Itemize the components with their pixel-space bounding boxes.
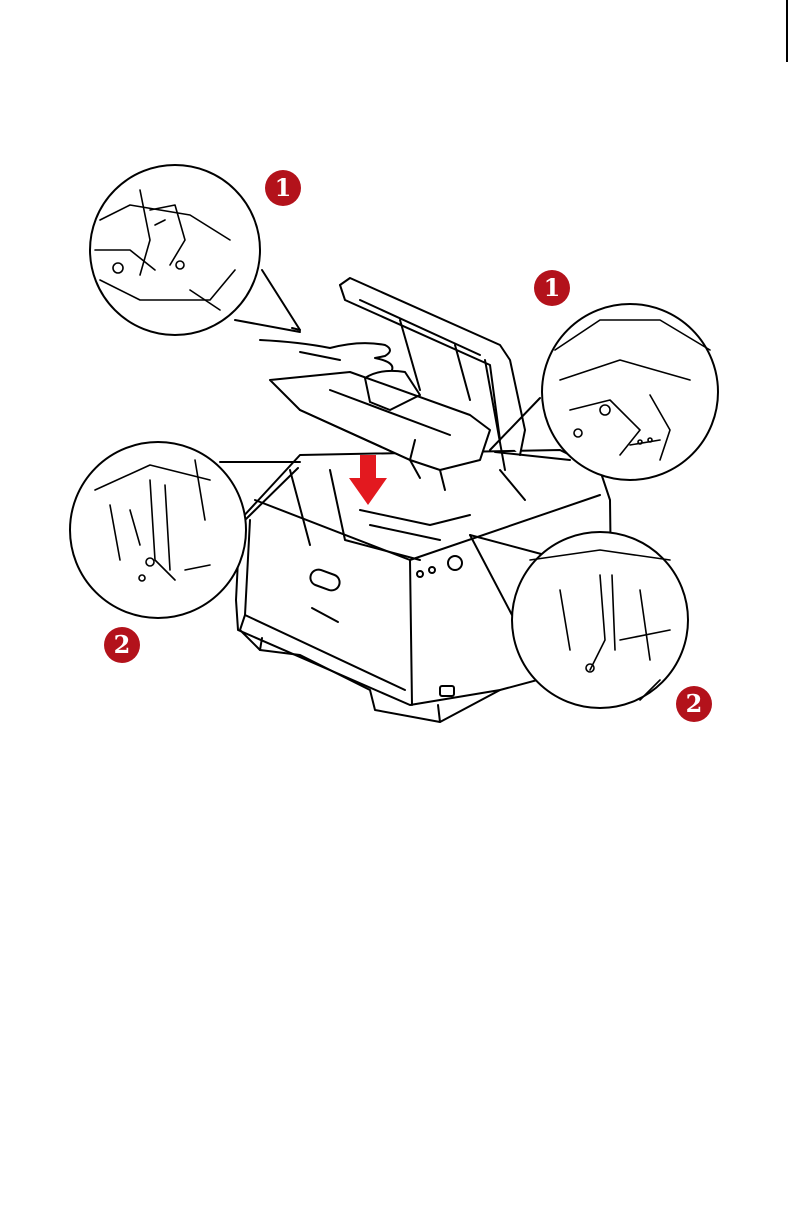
callout-badge-1-top-left: 1 bbox=[265, 170, 301, 206]
callout-badge-2-bottom-right: 2 bbox=[676, 686, 712, 722]
callout-badge-1-top-right: 1 bbox=[534, 270, 570, 306]
callout-badge-2-bottom-left: 2 bbox=[104, 627, 140, 663]
